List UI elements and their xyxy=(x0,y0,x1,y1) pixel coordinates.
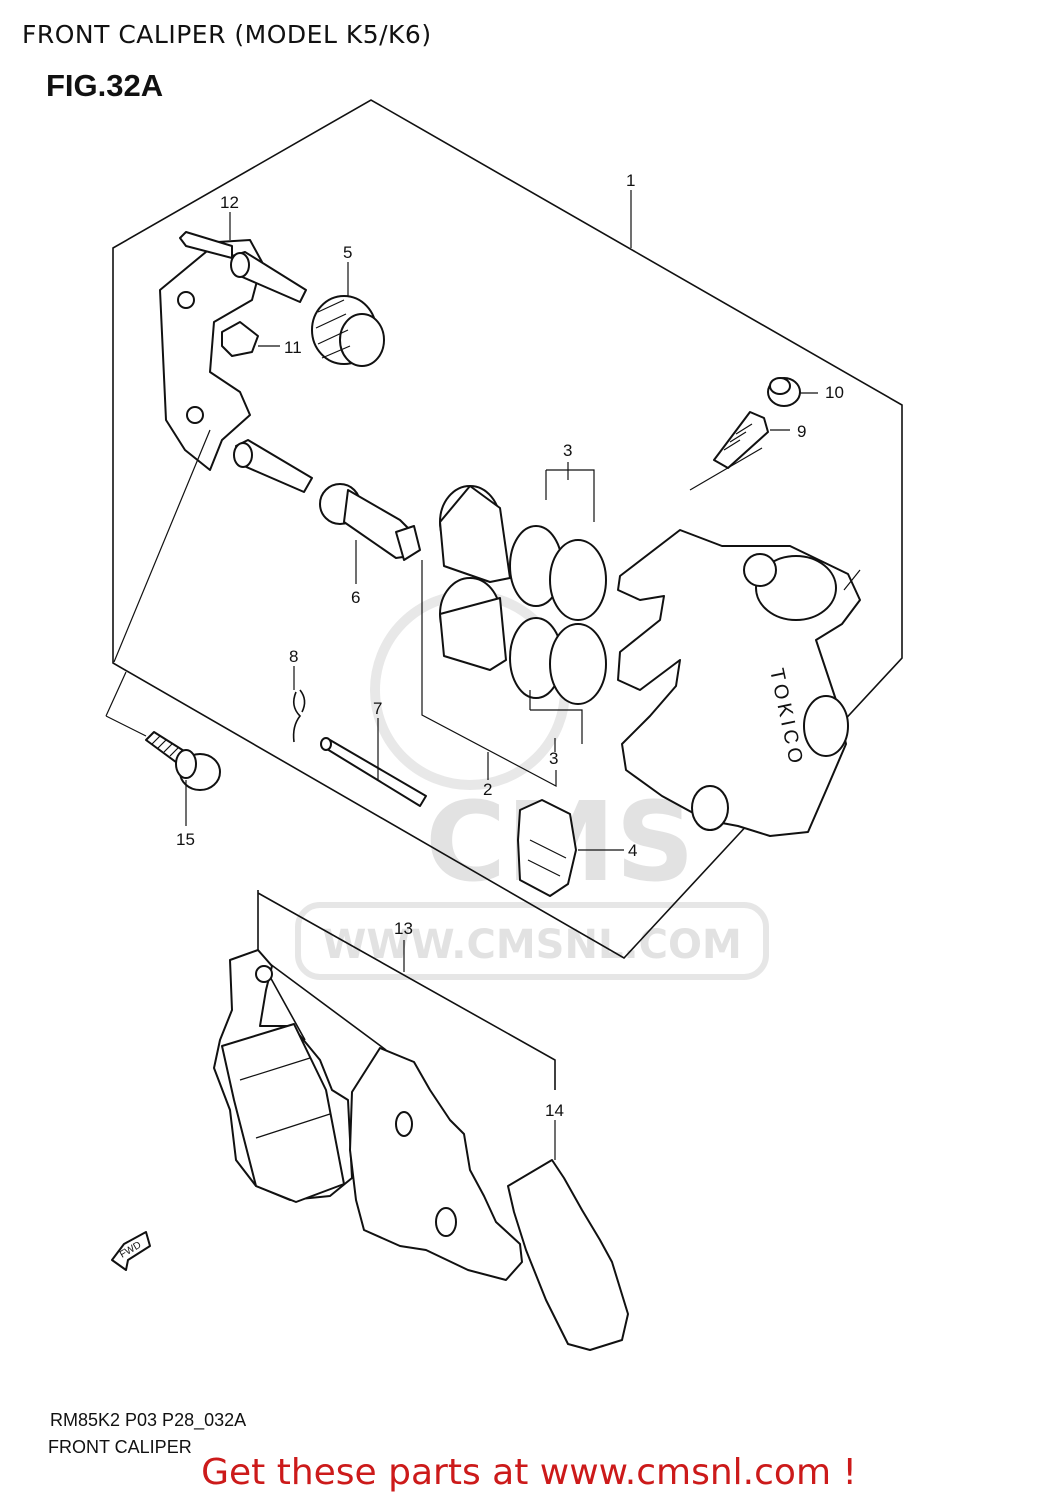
callout-3-lower: 3 xyxy=(549,749,558,768)
callout-7: 7 xyxy=(373,699,382,718)
leader-lines xyxy=(105,190,861,1160)
promo-link-text[interactable]: Get these parts at www.cmsnl.com ! xyxy=(201,1452,857,1493)
callout-13: 13 xyxy=(394,919,413,938)
callout-8: 8 xyxy=(289,647,298,666)
bleeder-valve xyxy=(713,411,769,469)
pistons xyxy=(439,485,511,671)
dust-boot xyxy=(311,295,385,367)
callout-4: 4 xyxy=(628,841,637,860)
figure-number: FIG.32A xyxy=(46,68,164,103)
pad-shim xyxy=(507,1159,629,1351)
callout-9: 9 xyxy=(797,422,806,441)
callout-3-upper: 3 xyxy=(563,441,572,460)
pad-spring xyxy=(517,799,577,897)
caliper-bracket xyxy=(159,231,263,471)
callout-12: 12 xyxy=(220,193,239,212)
pad-pin-clip xyxy=(292,689,306,743)
callout-6: 6 xyxy=(351,588,360,607)
brake-pad-right xyxy=(349,1047,523,1281)
figure-caption: FRONT CALIPER xyxy=(48,1437,192,1457)
callout-11: 11 xyxy=(284,338,302,357)
callout-14: 14 xyxy=(545,1101,564,1120)
callout-5: 5 xyxy=(343,243,352,262)
callout-10: 10 xyxy=(825,383,844,402)
bleeder-cap xyxy=(767,377,801,407)
caliper-body: TOKICO xyxy=(617,529,861,837)
pad-set-outline xyxy=(257,890,556,1090)
brake-pad-left xyxy=(213,949,353,1203)
callout-15: 15 xyxy=(176,830,195,849)
bracket-slide-pins xyxy=(230,251,313,493)
page-title: FRONT CALIPER (MODEL K5/K6) xyxy=(22,20,432,49)
pad-pin xyxy=(320,737,427,807)
mounting-bolt xyxy=(145,731,221,791)
forward-direction-arrow: FWD xyxy=(111,1231,151,1271)
watermark-url: WWW.CMSNL.COM xyxy=(322,922,742,968)
piston-seals xyxy=(509,525,607,705)
pad-spring-clip xyxy=(221,321,259,357)
slide-pin-assembly xyxy=(319,483,421,561)
callout-2: 2 xyxy=(483,780,492,799)
callout-1: 1 xyxy=(626,171,635,190)
figure-reference-code: RM85K2 P03 P28_032A xyxy=(50,1410,247,1430)
caliper-assembly-outline xyxy=(112,99,903,960)
callout-labels: 1 2 3 3 4 5 6 7 8 9 10 11 12 13 14 15 xyxy=(176,171,844,1120)
